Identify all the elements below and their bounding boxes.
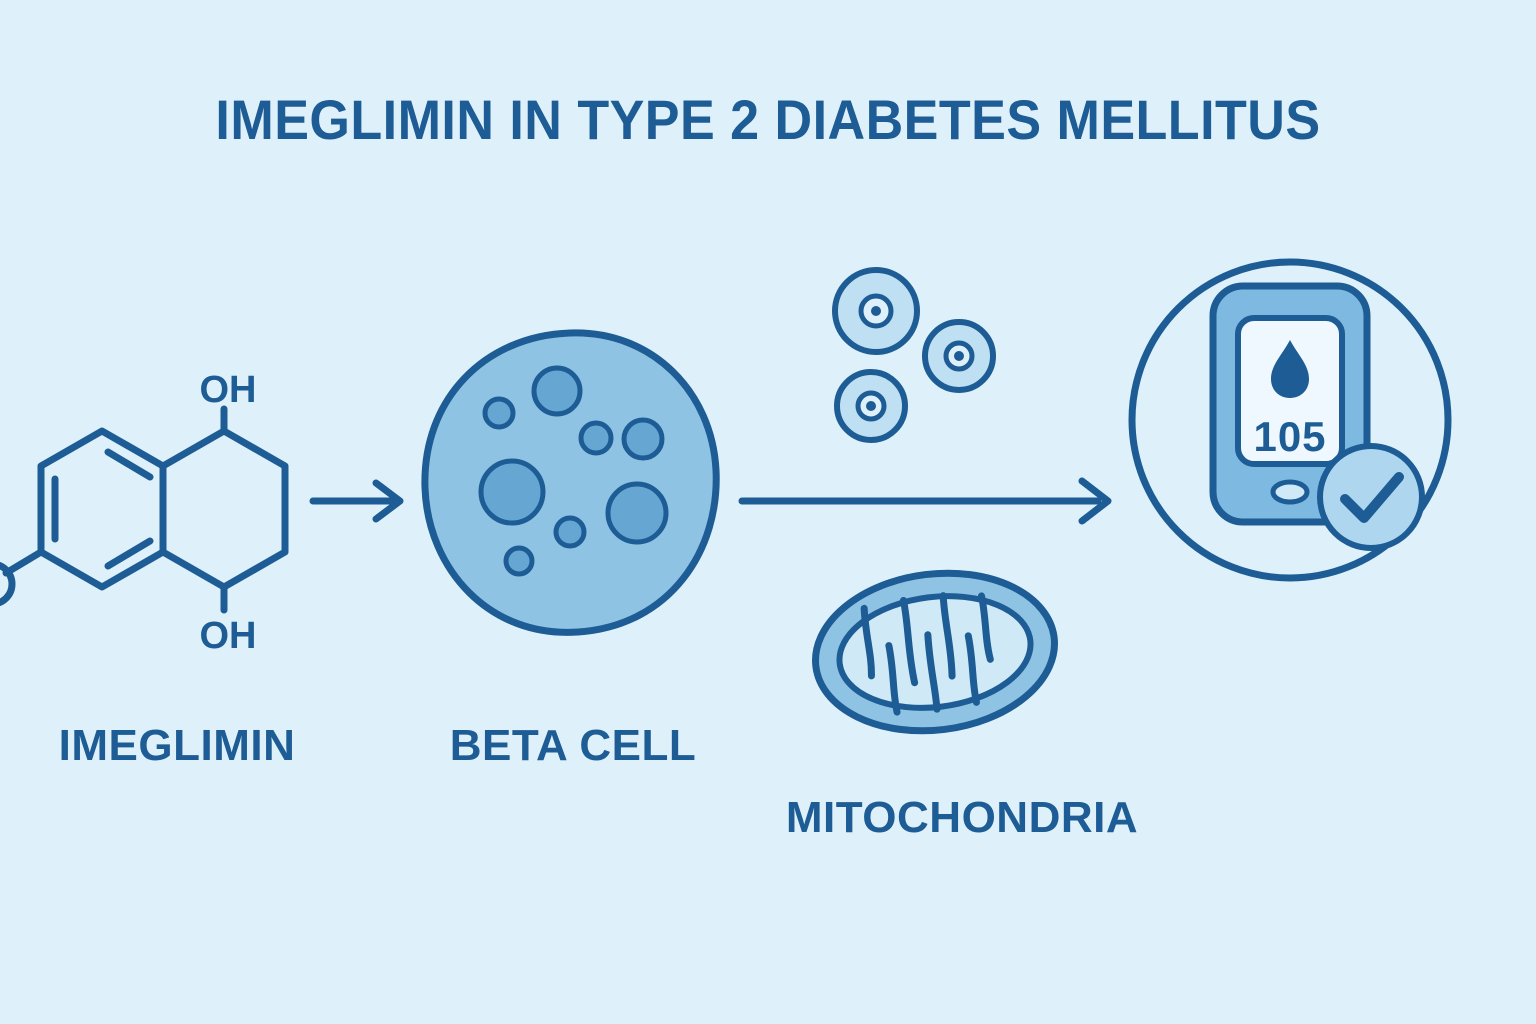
benzene-ring — [37, 427, 167, 591]
tail-ring — [0, 561, 16, 607]
imeglimin-structure — [0, 405, 289, 614]
crista — [899, 596, 919, 687]
insulin-granule — [834, 369, 908, 443]
glucometer-illustration — [1128, 258, 1452, 582]
arrow-1-icon — [309, 479, 404, 523]
insulin-granule — [832, 267, 920, 355]
crista — [939, 592, 956, 680]
double-bond — [104, 537, 154, 570]
insulin-granule — [922, 319, 996, 393]
vesicle — [478, 458, 546, 526]
glucose-reading: 105 — [1253, 413, 1327, 460]
mitochondria-illustration — [812, 569, 1058, 735]
check-badge — [1317, 443, 1425, 551]
insulin-granules — [832, 267, 996, 443]
mitochondria-label: MITOCHONDRIA — [785, 793, 1139, 842]
arrow-2-icon — [738, 477, 1112, 525]
oh-top-label: OH — [199, 369, 257, 411]
crista — [860, 604, 875, 680]
page-title: IMEGLIMIN IN TYPE 2 DIABETES MELLITUS — [215, 88, 1321, 151]
glucometer-circle — [1128, 258, 1452, 582]
imeglimin-label: IMEGLIMIN — [58, 721, 296, 770]
tail-bond — [2, 548, 45, 577]
crista — [924, 631, 941, 713]
glucometer-button — [1270, 479, 1310, 505]
cyclohexane-ring — [159, 427, 289, 591]
vesicle — [605, 481, 669, 545]
crista — [964, 632, 980, 706]
vesicle — [503, 545, 535, 577]
double-bond — [104, 448, 154, 481]
oh-bottom-label: OH — [199, 615, 257, 657]
vesicle — [553, 515, 587, 549]
beta-cell-label: BETA CELL — [449, 721, 697, 770]
beta-cell-illustration — [421, 329, 720, 636]
vesicle — [578, 420, 614, 456]
checkmark-icon — [1340, 472, 1404, 523]
vesicle — [482, 396, 516, 430]
crista — [885, 642, 901, 716]
crista — [978, 592, 994, 663]
vesicle — [531, 365, 583, 417]
vesicle — [621, 417, 665, 461]
droplet-icon — [1271, 340, 1309, 398]
